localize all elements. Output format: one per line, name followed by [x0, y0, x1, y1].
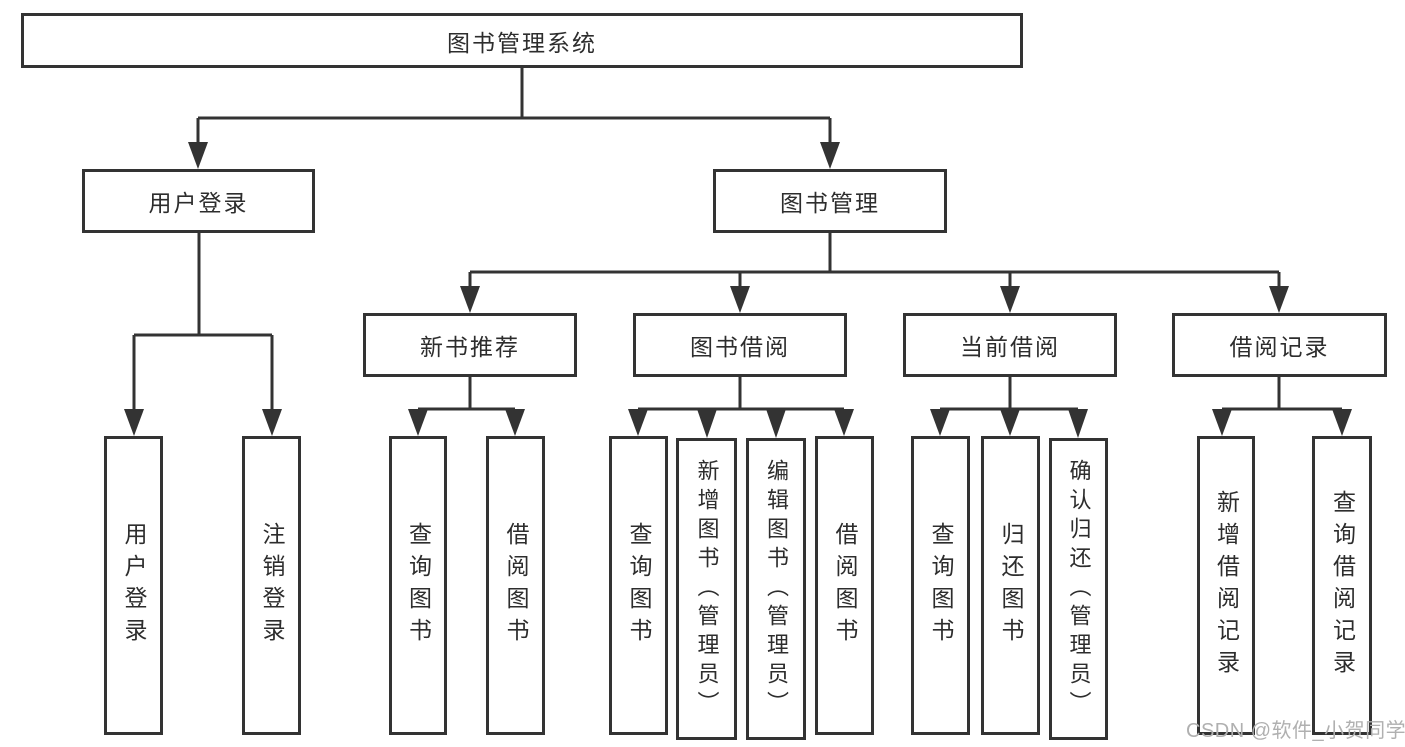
leaf-borrow-add-books-admin: 新增图书（管理员）: [676, 438, 737, 740]
arrowhead-newbook: [460, 286, 480, 313]
arrowhead-borrow-add: [697, 409, 717, 438]
arrowhead-borrow-edit: [766, 409, 786, 438]
arrowhead-borrow-borrow: [834, 409, 854, 436]
arrowhead-borrow: [730, 286, 750, 313]
arrowhead-current-query: [930, 409, 950, 436]
arrowhead-records: [1269, 286, 1289, 313]
leaf-records-query-record: 查询借阅记录: [1312, 436, 1372, 735]
arrowhead-user-login: [124, 409, 144, 436]
leaf-newbook-borrow-books: 借阅图书: [486, 436, 545, 735]
node-book-management: 图书管理: [713, 169, 947, 233]
node-new-book-recommend: 新书推荐: [363, 313, 577, 377]
arrowhead-login: [188, 142, 208, 169]
node-borrow-records: 借阅记录: [1172, 313, 1387, 377]
leaf-borrow-borrow-books: 借阅图书: [815, 436, 874, 735]
leaf-user-login: 用户登录: [104, 436, 163, 735]
arrowhead-bookmgmt: [820, 142, 840, 169]
node-book-borrowing: 图书借阅: [633, 313, 847, 377]
leaf-current-return-books: 归还图书: [981, 436, 1040, 735]
leaf-logout: 注销登录: [242, 436, 301, 735]
leaf-newbook-query-books: 查询图书: [389, 436, 447, 735]
node-user-login: 用户登录: [82, 169, 315, 233]
arrowhead-newbook-query: [408, 409, 428, 436]
arrowhead-records-add: [1212, 409, 1232, 436]
leaf-borrow-edit-books-admin: 编辑图书（管理员）: [746, 438, 806, 740]
leaf-records-add-record: 新增借阅记录: [1197, 436, 1255, 735]
leaf-borrow-query-books: 查询图书: [609, 436, 668, 735]
arrowheads: [124, 142, 1352, 438]
leaf-current-query-books: 查询图书: [911, 436, 970, 735]
node-library-management-system: 图书管理系统: [21, 13, 1023, 68]
node-current-borrowing: 当前借阅: [903, 313, 1117, 377]
csdn-watermark: CSDN @软件_小贺同学: [1186, 720, 1405, 742]
arrowhead-current-confirm: [1068, 409, 1088, 438]
arrowhead-current-return: [1000, 409, 1020, 436]
arrowhead-newbook-borrow: [505, 409, 525, 436]
leaf-current-confirm-return-admin: 确认归还（管理员）: [1049, 438, 1108, 740]
connector-strokes: [132, 68, 1342, 411]
arrowhead-borrow-query: [628, 409, 648, 436]
arrowhead-current: [1000, 286, 1020, 313]
arrowhead-logout: [262, 409, 282, 436]
arrowhead-records-query: [1332, 409, 1352, 436]
